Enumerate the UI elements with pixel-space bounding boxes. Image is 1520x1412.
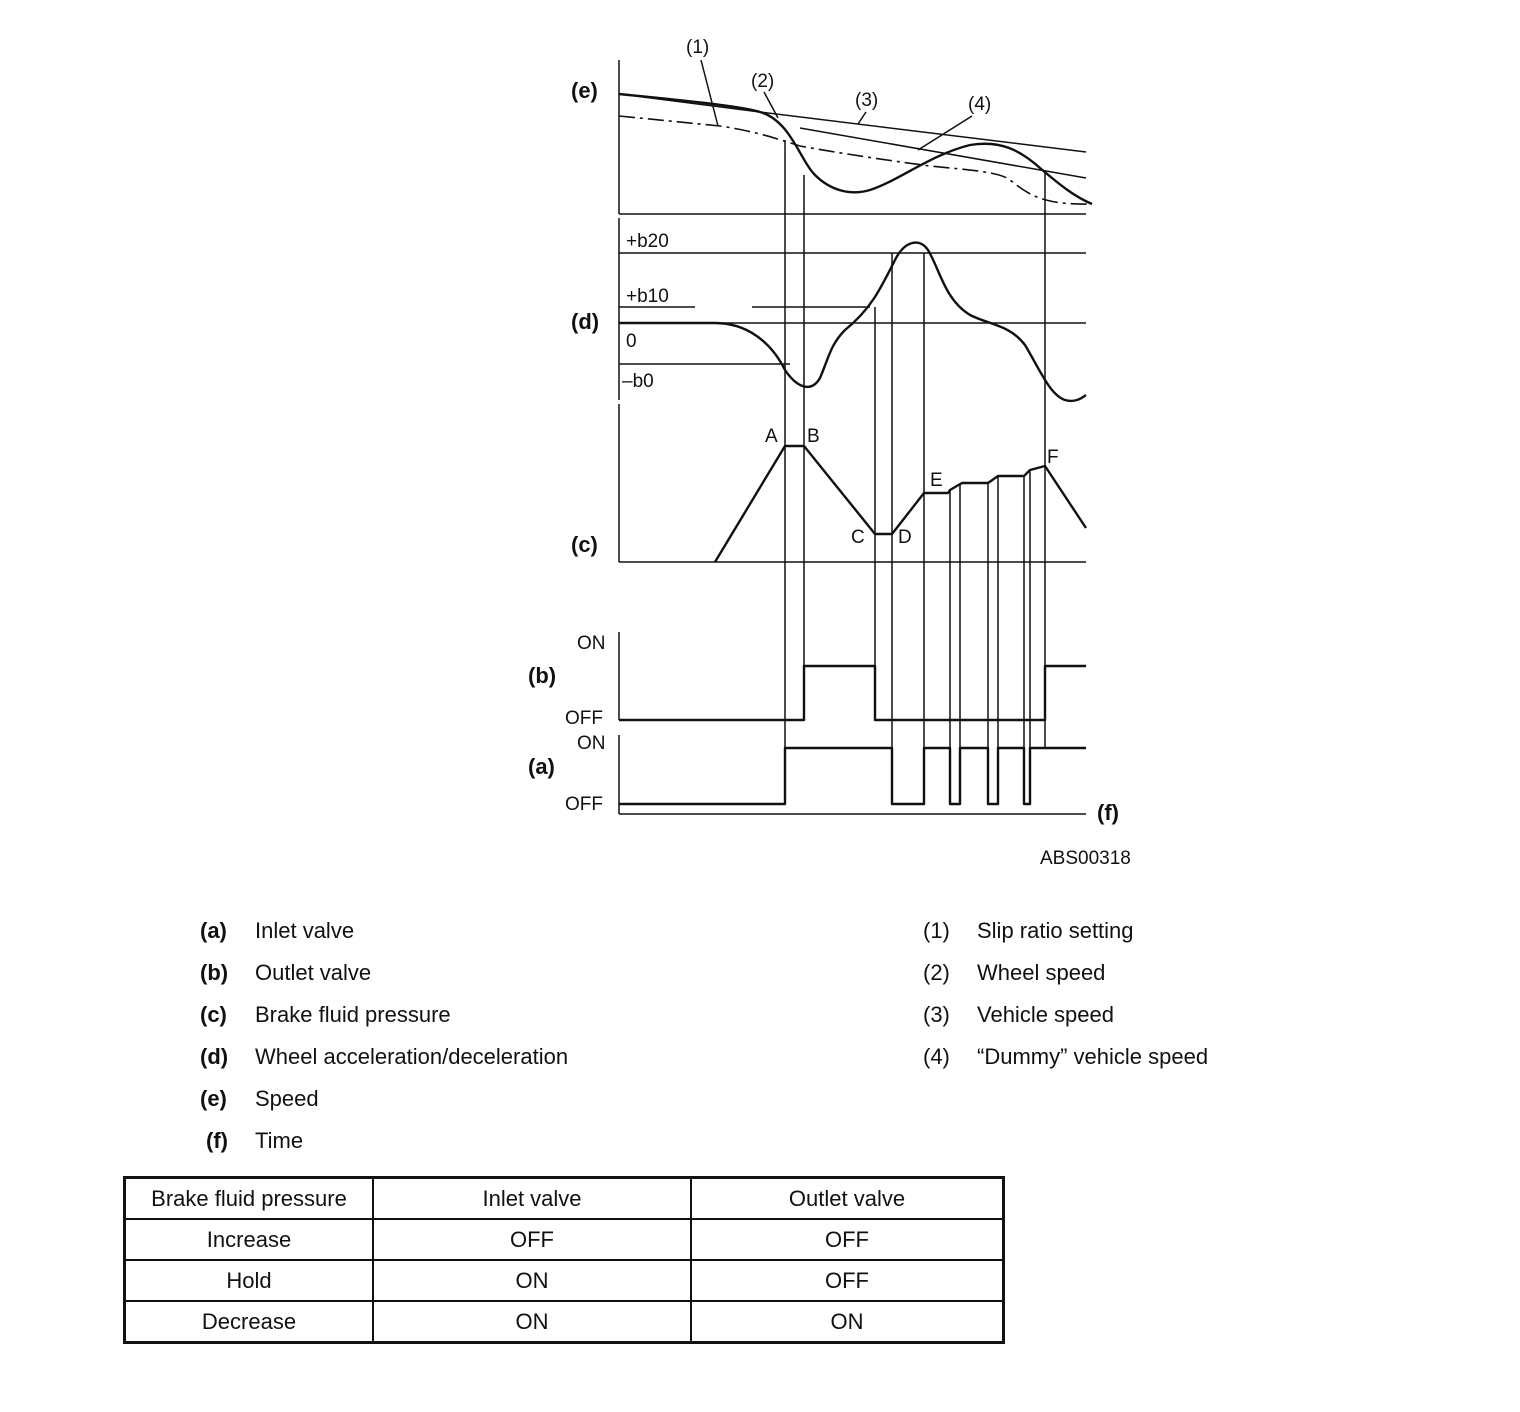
legend-text: Inlet valve [255, 918, 355, 943]
table-cell: Increase [123, 1218, 374, 1261]
pressure-point-e: E [930, 470, 943, 491]
table-cell: Hold [123, 1259, 374, 1302]
accel-level-b20-label: +b20 [626, 231, 669, 252]
table-row: Hold ON OFF [123, 1259, 1005, 1302]
inlet-valve-signal [619, 746, 1086, 806]
panel-label-d: (d) [571, 309, 599, 334]
inlet-valve-panel: ON OFF (a) [528, 733, 1086, 815]
legend-key: (4) [923, 1044, 950, 1069]
panel-label-b: (b) [528, 663, 556, 688]
panel-label-c: (c) [571, 532, 598, 557]
legend-key: (a) [200, 918, 227, 943]
accel-level-b0-label: –b0 [622, 371, 654, 392]
legend-key: (f) [206, 1128, 228, 1153]
outlet-on-label: ON [577, 633, 606, 654]
panel-label-f: (f) [1097, 800, 1119, 825]
table-cell: ON [372, 1259, 692, 1302]
pressure-point-b: B [807, 426, 820, 447]
pressure-panel: A B C D E F (c) [571, 404, 1088, 563]
legend-text: Brake fluid pressure [255, 1002, 451, 1027]
legend-text: Speed [255, 1086, 319, 1111]
legend-key: (e) [200, 1086, 227, 1111]
table-cell: ON [690, 1300, 1005, 1344]
legend-key: (1) [923, 918, 950, 943]
pressure-point-f: F [1047, 447, 1059, 468]
accel-level-b10-label: +b10 [626, 286, 669, 307]
figure-id: ABS00318 [1040, 848, 1131, 869]
inlet-off-label: OFF [565, 794, 603, 815]
valve-state-table: Brake fluid pressure Inlet valve Outlet … [123, 1176, 1005, 1344]
outlet-valve-panel: ON OFF (b) [528, 632, 1086, 729]
legend-key: (b) [200, 960, 229, 985]
callout-label-2: (2) [751, 71, 774, 92]
table-cell: OFF [372, 1218, 692, 1261]
table-row: Decrease ON ON [123, 1300, 1005, 1344]
callout-leader-2 [763, 91, 779, 119]
callout-leader-3 [857, 111, 867, 125]
legend-text: Vehicle speed [977, 1002, 1114, 1027]
inlet-on-label: ON [577, 733, 606, 754]
legend-key: (3) [923, 1002, 950, 1027]
table-header-row: Brake fluid pressure Inlet valve Outlet … [123, 1176, 1005, 1220]
legend-key: (2) [923, 960, 950, 985]
outlet-off-label: OFF [565, 708, 603, 729]
callout-leader-4 [917, 115, 973, 151]
speed-panel: (1) (2) (3) (4) (e) [571, 37, 1093, 215]
table-cell: ON [372, 1300, 692, 1344]
accel-level-zero-label: 0 [626, 331, 637, 352]
table-header-cell: Outlet valve [690, 1176, 1005, 1220]
slip-ratio-setting-curve [618, 115, 1091, 205]
callout-label-1: (1) [686, 37, 709, 58]
table-cell: OFF [690, 1259, 1005, 1302]
timing-lines [784, 140, 1046, 804]
legend-text: Outlet valve [255, 960, 372, 985]
table-cell: Decrease [123, 1300, 374, 1344]
legend-key: (c) [200, 1002, 227, 1027]
panel-label-e: (e) [571, 78, 598, 103]
wheel-acceleration-curve [619, 241, 1087, 403]
panel-label-a: (a) [528, 754, 555, 779]
callout-label-4: (4) [968, 94, 991, 115]
table-header-cell: Brake fluid pressure [123, 1176, 374, 1220]
callout-leader-1 [700, 59, 719, 127]
pressure-point-c: C [851, 527, 865, 548]
legend-text: Time [255, 1128, 304, 1153]
acceleration-panel: +b20 +b10 0 –b0 (d) [571, 218, 1087, 403]
legend-text: Slip ratio setting [977, 918, 1134, 943]
wheel-speed-curve [618, 92, 1093, 206]
legend-text: Wheel speed [977, 960, 1106, 985]
table-row: Increase OFF OFF [123, 1218, 1005, 1261]
legend-text: “Dummy” vehicle speed [977, 1044, 1209, 1069]
abs-control-diagram: (1) (2) (3) (4) (e) +b20 +b10 0 –b0 (d) … [528, 37, 1131, 869]
legend-key: (d) [200, 1044, 229, 1069]
table-cell: OFF [690, 1218, 1005, 1261]
pressure-point-d: D [898, 527, 912, 548]
pressure-point-a: A [765, 426, 778, 447]
outlet-valve-signal [619, 664, 1086, 722]
table-header-cell: Inlet valve [372, 1176, 692, 1220]
callout-label-3: (3) [855, 90, 878, 111]
legend-text: Wheel acceleration/deceleration [255, 1044, 569, 1069]
